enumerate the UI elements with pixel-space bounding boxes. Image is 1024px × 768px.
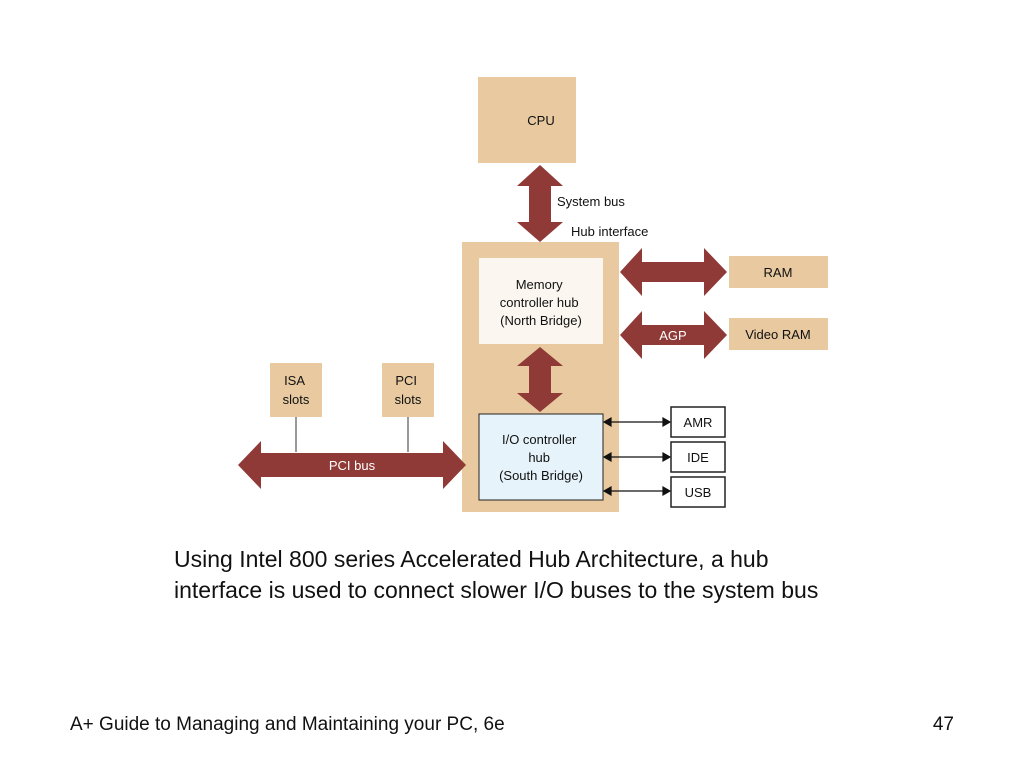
north-bridge-label: Memory controller hub (North Bridge) <box>500 277 582 328</box>
isa-slots-label: ISA slots <box>283 373 310 407</box>
agp-label: AGP <box>659 328 686 343</box>
video-ram-label: Video RAM <box>745 327 811 342</box>
usb-arrowhead-right <box>662 485 672 497</box>
south-bridge-box <box>478 413 604 501</box>
usb-arrowhead-left <box>602 485 612 497</box>
hub-link-arrow <box>517 347 563 412</box>
hub-interface-label: Hub interface <box>571 224 648 239</box>
amr-label: AMR <box>684 415 713 430</box>
pci-bus-label: PCI bus <box>329 458 376 473</box>
pci-bus-arrow <box>238 441 466 489</box>
ide-label: IDE <box>687 450 709 465</box>
slide-caption: Using Intel 800 series Accelerated Hub A… <box>174 546 819 603</box>
pci-slots-label: PCI slots <box>395 373 422 407</box>
port-connectors <box>602 416 672 497</box>
footer-title: A+ Guide to Managing and Maintaining you… <box>70 714 505 735</box>
usb-label: USB <box>685 485 712 500</box>
ram-arrow <box>620 248 727 296</box>
system-bus-arrow <box>517 165 563 242</box>
ide-arrowhead-right <box>662 451 672 463</box>
page-number: 47 <box>932 714 954 735</box>
system-bus-label: System bus <box>557 194 625 209</box>
cpu-label: CPU <box>527 113 554 128</box>
south-bridge-label: I/O controller hub (South Bridge) <box>499 432 583 483</box>
ram-label: RAM <box>764 265 793 280</box>
ide-box <box>670 441 726 473</box>
isa-slots-box <box>270 363 322 417</box>
agp-arrow <box>620 311 727 359</box>
north-bridge-box <box>479 258 603 344</box>
amr-box <box>670 406 726 438</box>
ide-arrowhead-left <box>602 451 612 463</box>
video-ram-box <box>729 318 828 350</box>
usb-box <box>670 476 726 508</box>
amr-arrowhead-left <box>602 416 612 428</box>
amr-arrowhead-right <box>662 416 672 428</box>
hub-architecture-diagram: CPU System bus Hub interface Memory cont… <box>238 77 828 512</box>
pci-slots-box <box>382 363 434 417</box>
ram-box <box>729 256 828 288</box>
cpu-box <box>478 77 576 163</box>
